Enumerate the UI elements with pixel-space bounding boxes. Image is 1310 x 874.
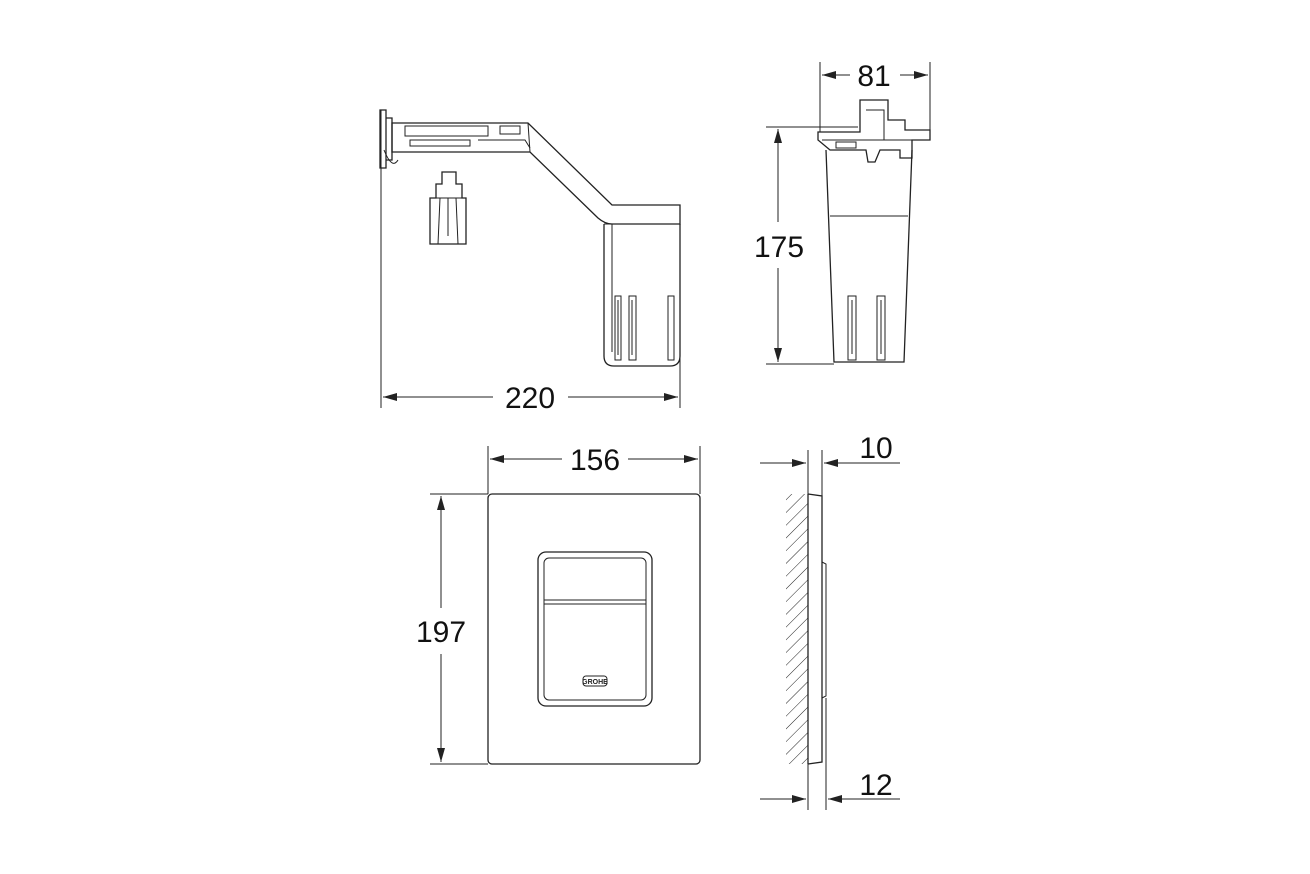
dimension-81: 81	[819, 60, 931, 132]
dim-label-175: 175	[754, 231, 804, 264]
dimension-220: 220	[380, 110, 681, 415]
dimension-156: 156	[487, 444, 701, 494]
dimension-175: 175	[754, 126, 858, 365]
grohe-logo: GROHE	[582, 679, 608, 686]
dim-label-197: 197	[416, 616, 466, 649]
bracket-front-view	[817, 99, 931, 363]
dim-label-81: 81	[857, 60, 890, 93]
dim-label-10: 10	[859, 432, 892, 465]
flush-plate-side-view	[786, 493, 827, 765]
dim-label-12: 12	[859, 769, 892, 802]
dimension-10: 10	[760, 432, 900, 496]
dimension-12: 12	[760, 698, 900, 810]
dim-label-156: 156	[570, 444, 620, 477]
dimension-197: 197	[416, 493, 488, 765]
bracket-side-view	[379, 109, 681, 367]
flush-plate-front-view: GROHE	[487, 493, 701, 765]
dim-label-220: 220	[505, 382, 555, 415]
